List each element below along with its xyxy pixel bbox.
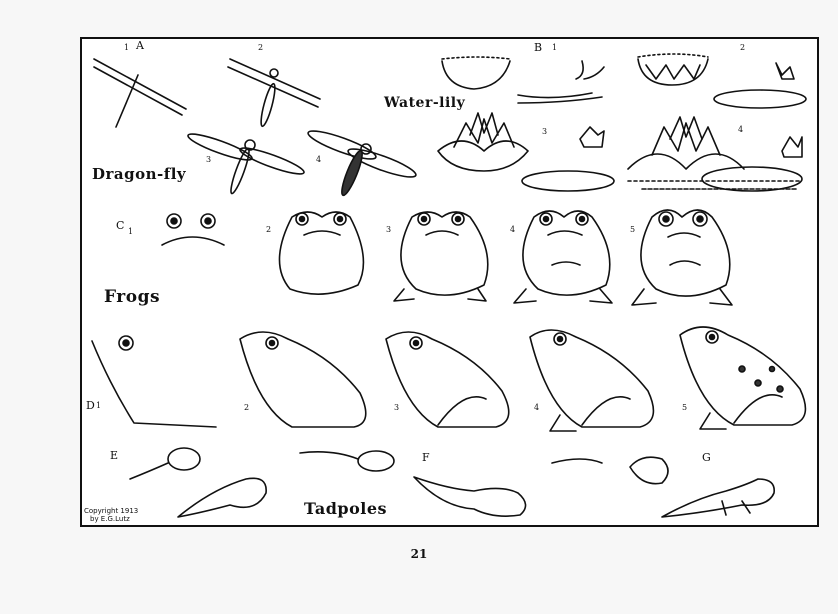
step-number: 1 [128, 227, 134, 236]
waterlily-title: Water-lily [384, 95, 466, 111]
section-label-D: D [86, 399, 95, 412]
frog-front-step-3 [393, 211, 489, 302]
step-number: 2 [244, 403, 250, 412]
frog-side-step-4 [529, 329, 655, 432]
step-number: 4 [534, 403, 540, 412]
frogs-title: Frogs [104, 287, 161, 307]
frog-side-step-5 [679, 326, 807, 430]
copyright-notice: Copyright 1913 by E.G.Lutz [84, 507, 138, 523]
step-number: 5 [630, 225, 636, 234]
step-number: 4 [510, 225, 516, 234]
step-number: 4 [738, 125, 744, 134]
step-number: 3 [206, 155, 212, 164]
frog-front-step-2 [278, 211, 365, 295]
dragonfly-step-2 [227, 58, 321, 128]
step-number: 2 [740, 43, 746, 52]
copyright-line-1: Copyright 1913 [84, 507, 139, 515]
step-number: 1 [96, 401, 102, 410]
waterlily-step-2 [637, 53, 807, 109]
tadpoles-title: Tadpoles [304, 499, 388, 518]
frog-front-step-4 [513, 210, 613, 304]
step-number: 1 [124, 43, 130, 52]
section-label-E: E [110, 449, 119, 462]
dragonfly-step-4 [307, 130, 417, 197]
waterlily-step-3 [437, 112, 615, 192]
frog-side-step-2 [239, 331, 367, 428]
section-label-F: F [422, 451, 430, 464]
step-number: 5 [682, 403, 688, 412]
section-label-B: B [534, 41, 543, 54]
frog-front-step-1 [161, 213, 225, 246]
dragonfly-step-3 [187, 133, 305, 195]
section-label-A: A [136, 39, 144, 52]
step-number: 4 [316, 155, 322, 164]
dragonfly-title: Dragon-fly [92, 165, 187, 183]
tadpole-F [299, 450, 669, 517]
copyright-line-2: by E.G.Lutz [90, 515, 130, 523]
step-number: 3 [394, 403, 400, 412]
step-number: 3 [542, 127, 548, 136]
step-number: 2 [258, 43, 264, 52]
tadpole-G [661, 478, 775, 518]
drawing-plate: Dragon-fly Water-lily Frogs Tadpoles A B… [80, 37, 819, 527]
waterlily-step-4 [627, 116, 803, 192]
step-number: 2 [266, 225, 272, 234]
waterlily-step-1 [441, 56, 605, 104]
plate-illustration [91, 53, 807, 518]
step-number: 3 [386, 225, 392, 234]
dragonfly-step-1 [93, 58, 187, 128]
frog-side-step-3 [385, 331, 510, 428]
frog-side-step-1 [91, 335, 217, 428]
section-label-G: G [702, 451, 711, 464]
frog-front-step-5 [631, 209, 733, 306]
section-label-C: C [116, 219, 125, 232]
page-number: 21 [410, 547, 428, 561]
tadpole-E [129, 447, 267, 518]
step-number: 1 [552, 43, 558, 52]
